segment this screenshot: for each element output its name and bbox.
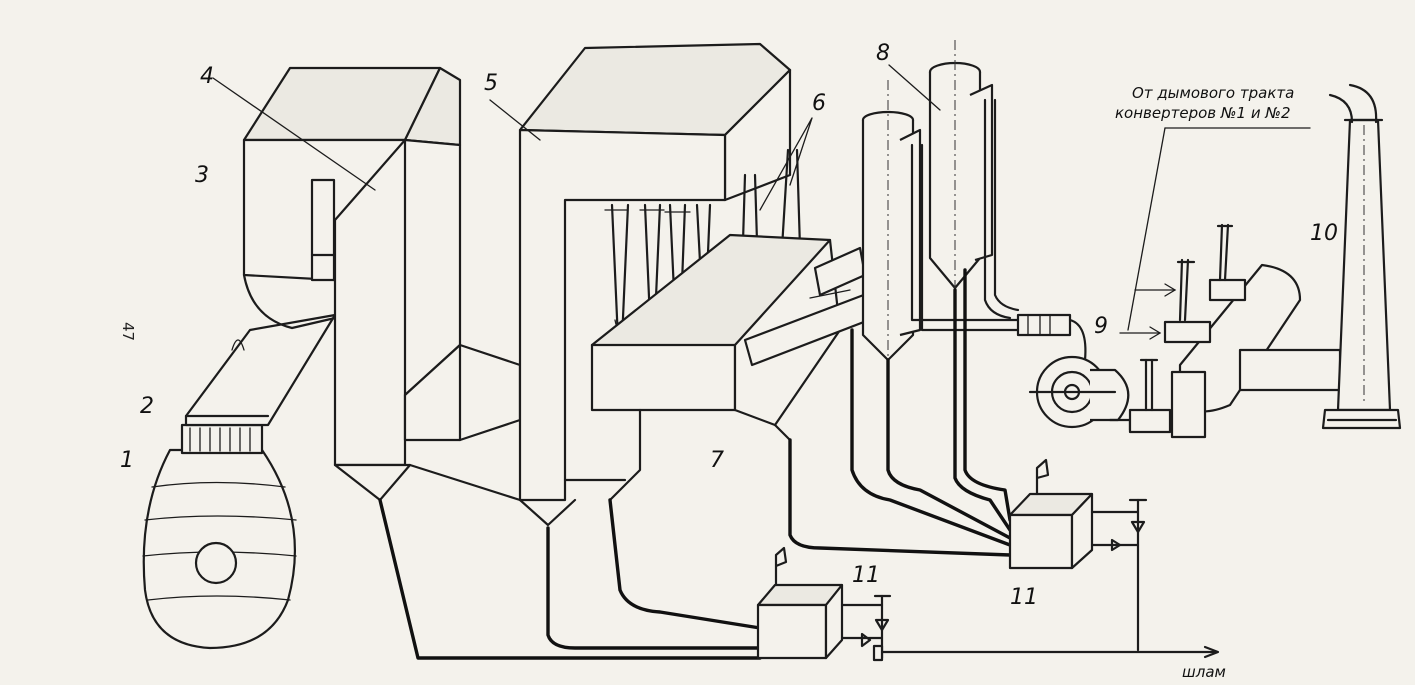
seal-tank-left xyxy=(756,546,892,662)
label-7: 7 xyxy=(710,448,724,473)
label-11-right: 11 xyxy=(1010,585,1038,610)
label-1: 1 xyxy=(120,448,134,473)
gas-duct xyxy=(184,313,337,427)
incoming-arrows xyxy=(1119,127,1311,340)
label-6: 6 xyxy=(812,91,826,116)
seal-tank-right xyxy=(1008,458,1148,652)
converter-hood xyxy=(180,423,264,455)
label-4: 4 xyxy=(200,64,214,89)
source-note-line2: конвертеров №1 и №2 xyxy=(1115,104,1290,122)
source-note-line1: От дымового тракта xyxy=(1132,84,1294,102)
damper-valves xyxy=(1139,223,1234,412)
label-8: 8 xyxy=(876,41,890,66)
exhaust-fan xyxy=(1028,355,1172,434)
label-2: 2 xyxy=(140,394,154,419)
scrubber-housing xyxy=(518,42,792,527)
label-9: 9 xyxy=(1094,314,1108,339)
label-10: 10 xyxy=(1310,221,1338,246)
label-3: 3 xyxy=(195,163,209,188)
page-number: 47 xyxy=(119,322,137,341)
gas-pipes xyxy=(910,98,1087,362)
smoke-stack xyxy=(1321,83,1402,430)
gas-tower xyxy=(333,66,522,502)
cyclone-right xyxy=(928,40,994,310)
label-5: 5 xyxy=(484,71,498,96)
sludge-outlet-label: шлам xyxy=(1182,663,1226,681)
sludge-lines xyxy=(378,268,1012,660)
label-11-left: 11 xyxy=(852,563,880,588)
collector-duct xyxy=(1163,263,1342,439)
converter-vessel xyxy=(142,448,297,650)
leader-lines xyxy=(212,64,941,211)
sludge-outlet xyxy=(880,645,1220,659)
